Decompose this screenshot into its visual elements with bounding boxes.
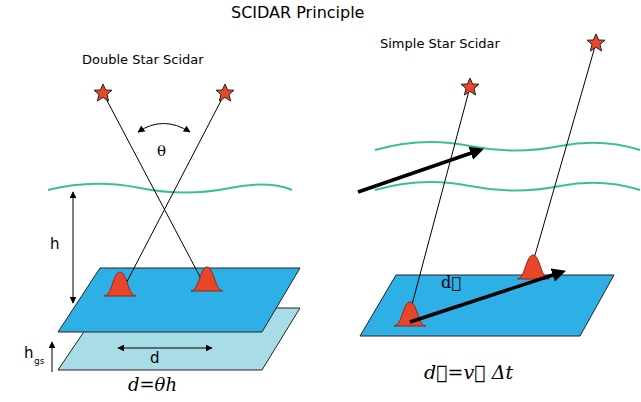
- star-ray: [410, 87, 470, 312]
- pupil-plane: [360, 275, 614, 336]
- turbulent-layer: [375, 142, 640, 151]
- separation-label: d: [150, 350, 160, 367]
- height-arrow: [73, 192, 74, 303]
- equation: d⃗=v⃗ Δt: [424, 362, 513, 384]
- star: [461, 78, 479, 95]
- star-ray: [120, 93, 225, 295]
- speckle-bump: [104, 272, 136, 296]
- star-ray: [533, 43, 596, 262]
- height-subscript: gs: [34, 356, 44, 366]
- speckle-bump: [517, 255, 549, 279]
- hgs-arrow: [52, 342, 53, 372]
- star-ray: [103, 93, 207, 290]
- star: [216, 84, 234, 101]
- angle-arc: [138, 124, 190, 133]
- upper-plane: [58, 268, 300, 332]
- height-label: h: [50, 236, 60, 253]
- speckle-bump: [191, 267, 223, 291]
- vector-label: d⃗: [441, 274, 461, 292]
- star: [94, 84, 112, 101]
- shift-arrow: [410, 272, 562, 322]
- angle-symbol: θ: [157, 143, 166, 160]
- panel-heading: Double Star Scidar: [82, 53, 204, 68]
- turbulent-layer: [48, 184, 292, 193]
- turbulent-layer: [375, 182, 640, 191]
- speckle-bump: [394, 302, 426, 326]
- diagram-title: SCIDAR Principle: [231, 4, 364, 22]
- separation-arrow: [118, 348, 212, 349]
- star: [587, 34, 605, 51]
- height-label: h: [24, 345, 34, 362]
- panel-heading: Simple Star Scidar: [380, 37, 500, 52]
- equation: d=θh: [128, 375, 177, 396]
- wind-arrow: [358, 150, 480, 192]
